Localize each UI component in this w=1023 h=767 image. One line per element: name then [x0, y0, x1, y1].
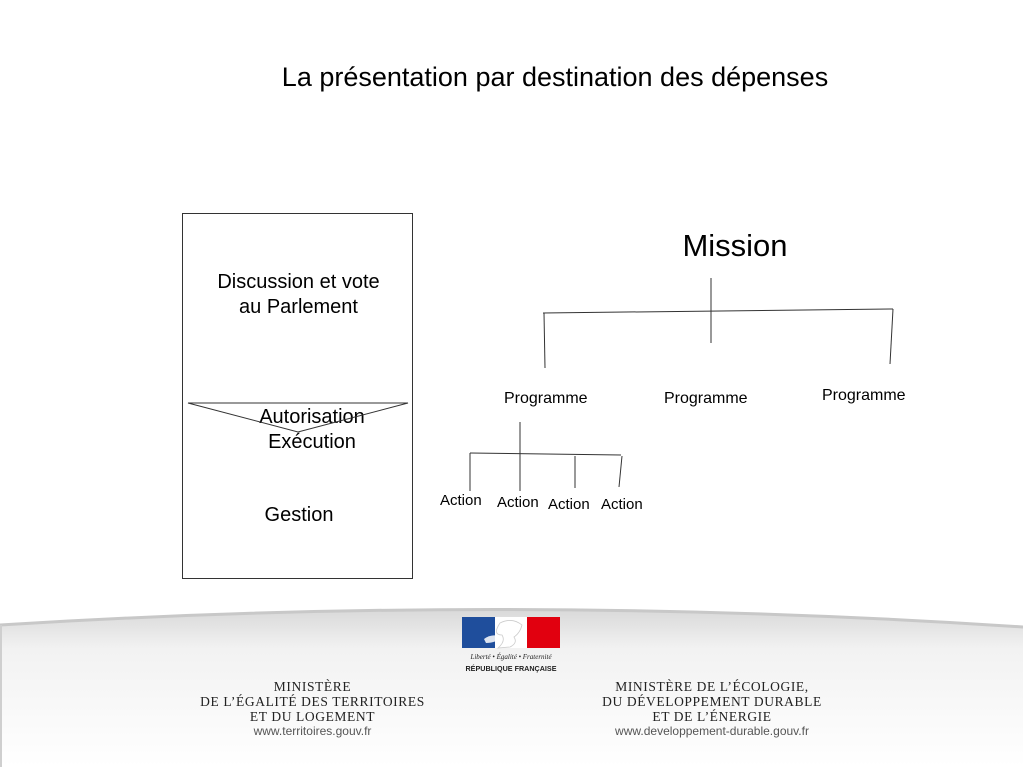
diagram-lines: [187, 278, 894, 491]
page-title: La présentation par destination des dépe…: [281, 62, 829, 92]
programme-label-1: Programme: [504, 390, 588, 407]
action-bar: [469, 452, 622, 456]
gestion-label: Gestion: [264, 504, 334, 526]
programme-1-drop: [543, 312, 546, 369]
discussion-label: Discussion et vote au Parlement: [217, 271, 380, 318]
ministry-left-line3: ET DU LOGEMENT: [249, 709, 376, 724]
programme-label-3: Programme: [822, 387, 906, 404]
ministry-right-line3: ET DE L’ÉNERGIE: [652, 709, 772, 724]
mission-label: Mission: [682, 228, 788, 263]
ministry-right: MINISTÈRE DE L’ÉCOLOGIE, DU DÉVELOPPEMEN…: [582, 679, 842, 739]
ministry-right-line2: DU DÉVELOPPEMENT DURABLE: [602, 694, 822, 709]
footer-curve: [0, 609, 1023, 767]
action-label-1: Action: [440, 492, 482, 509]
ministry-left: MINISTÈRE DE L’ÉGALITÉ DES TERRITOIRES E…: [180, 679, 445, 739]
marianne-flag-icon: Liberté • Égalité • Fraternité RÉPUBLIQU…: [462, 617, 560, 673]
programme-label-2: Programme: [664, 390, 748, 407]
action-label-2: Action: [497, 494, 539, 511]
ministry-right-url: www.developpement-durable.gouv.fr: [615, 724, 809, 738]
action-4-drop: [618, 455, 623, 488]
funnel-triangle: [187, 402, 409, 433]
republic-text: RÉPUBLIQUE FRANÇAISE: [465, 664, 556, 673]
ministry-left-line1: MINISTÈRE: [273, 679, 352, 694]
mission-bar: [542, 308, 894, 314]
ministry-right-line1: MINISTÈRE DE L’ÉCOLOGIE,: [615, 679, 809, 694]
process-box: [182, 213, 413, 579]
republique-francaise-logo: Liberté • Égalité • Fraternité RÉPUBLIQU…: [462, 617, 560, 674]
ministry-left-url: www.territoires.gouv.fr: [253, 724, 372, 738]
autorisation-label: Autorisation Exécution: [259, 406, 365, 453]
motto-text: Liberté • Égalité • Fraternité: [469, 653, 552, 661]
action-label-4: Action: [601, 496, 643, 513]
footer-curve-edge: [0, 607, 1023, 629]
programme-3-drop: [889, 308, 894, 365]
action-label-3: Action: [548, 496, 590, 513]
ministry-left-line2: DE L’ÉGALITÉ DES TERRITOIRES: [200, 694, 425, 709]
footer-band: [0, 607, 1023, 767]
